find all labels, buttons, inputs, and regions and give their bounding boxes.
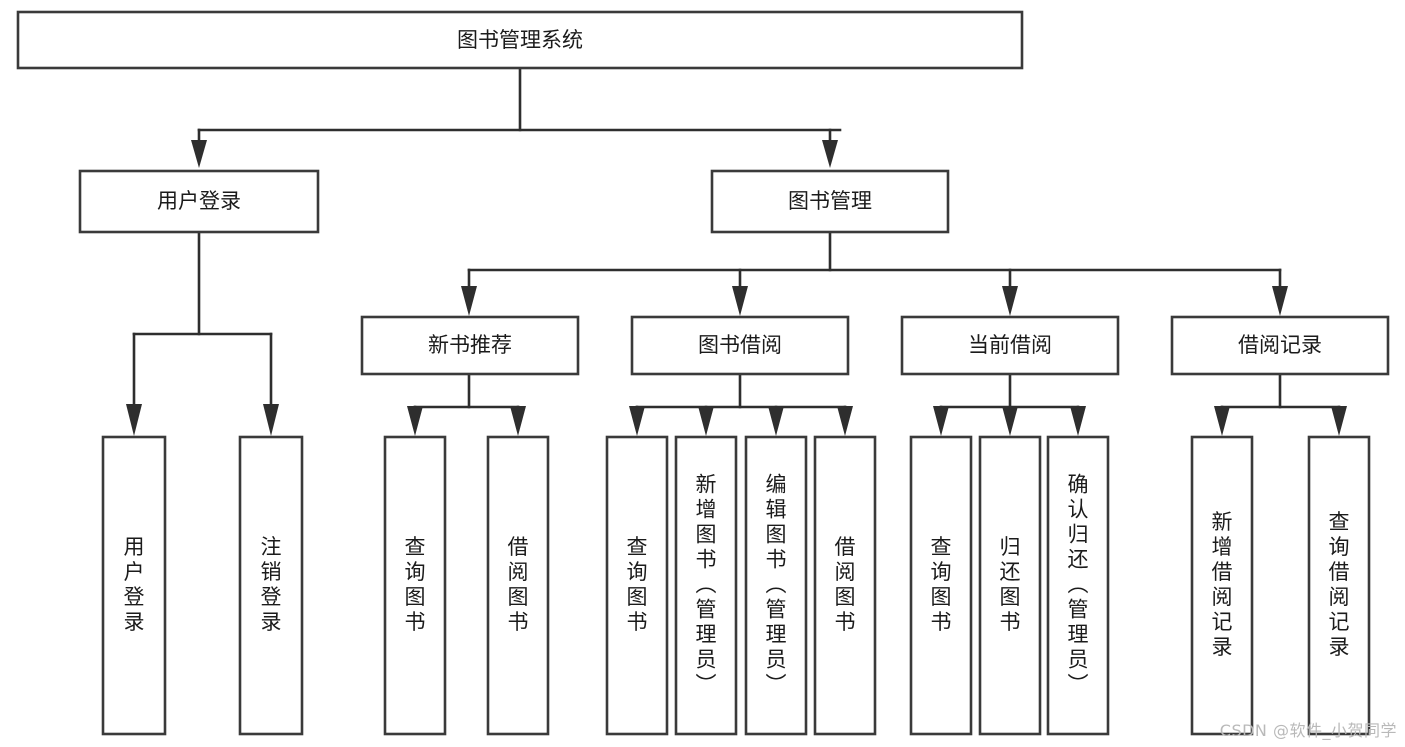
node-book-manage-label: 图书管理 bbox=[788, 189, 872, 213]
node-new-book-recommend[interactable]: 新书推荐 bbox=[360, 315, 580, 376]
node-user-login-label: 用户登录 bbox=[157, 189, 241, 213]
leaf-query-book-2-box[interactable] bbox=[605, 435, 669, 736]
connector-bookborrow-to-leaves bbox=[629, 372, 853, 436]
connector-userlogin-to-leaves bbox=[126, 230, 279, 436]
leaf-add-book[interactable]: 新增图书︵管理员︶ bbox=[674, 435, 738, 736]
leaf-confirm-return-label: 确认归还︵管理员︶ bbox=[1068, 473, 1089, 697]
leaf-borrow-book-2-box[interactable] bbox=[813, 435, 877, 736]
leaf-confirm-return[interactable]: 确认归还︵管理员︶ bbox=[1046, 435, 1110, 736]
leaf-query-record-label: 查询借阅记录 bbox=[1329, 510, 1350, 659]
leaf-add-record-label: 新增借阅记录 bbox=[1212, 510, 1233, 659]
leaf-borrow-book-2-label: 借阅图书 bbox=[835, 535, 856, 634]
node-root-label: 图书管理系统 bbox=[457, 28, 583, 52]
leaf-user-logout[interactable]: 注销登录 bbox=[238, 435, 304, 736]
node-book-borrow-label: 图书借阅 bbox=[698, 333, 782, 357]
leaf-return-book[interactable]: 归还图书 bbox=[978, 435, 1042, 736]
leaf-user-login[interactable]: 用户登录 bbox=[101, 435, 167, 736]
node-user-login-box[interactable] bbox=[78, 169, 320, 234]
leaf-add-record[interactable]: 新增借阅记录 bbox=[1190, 435, 1254, 736]
leaf-return-book-box[interactable] bbox=[978, 435, 1042, 736]
leaf-add-record-box[interactable] bbox=[1190, 435, 1254, 736]
node-book-borrow[interactable]: 图书借阅 bbox=[630, 315, 850, 376]
leaf-edit-book-box[interactable] bbox=[744, 435, 808, 736]
leaf-query-book-1-box[interactable] bbox=[383, 435, 447, 736]
leaf-query-record-box[interactable] bbox=[1307, 435, 1371, 736]
leaf-query-book-3-box[interactable] bbox=[909, 435, 973, 736]
node-root[interactable]: 图书管理系统 bbox=[16, 10, 1024, 70]
leaf-query-book-2[interactable]: 查询图书 bbox=[605, 435, 669, 736]
node-book-manage[interactable]: 图书管理 bbox=[710, 169, 950, 234]
csdn-watermark: CSDN @软件_小贺同学 bbox=[1219, 721, 1397, 740]
leaf-borrow-book-1-label: 借阅图书 bbox=[508, 535, 529, 634]
node-current-borrow[interactable]: 当前借阅 bbox=[900, 315, 1120, 376]
connector-newbook-to-leaves bbox=[407, 372, 526, 436]
node-user-login[interactable]: 用户登录 bbox=[78, 169, 320, 234]
node-borrow-record-box[interactable] bbox=[1170, 315, 1390, 376]
node-current-borrow-label: 当前借阅 bbox=[968, 333, 1052, 357]
node-borrow-record-label: 借阅记录 bbox=[1238, 333, 1322, 357]
leaf-user-logout-box[interactable] bbox=[238, 435, 304, 736]
leaf-query-book-1[interactable]: 查询图书 bbox=[383, 435, 447, 736]
connector-currentborrow-to-leaves bbox=[933, 372, 1086, 436]
leaf-query-book-1-label: 查询图书 bbox=[405, 535, 426, 634]
leaf-edit-book[interactable]: 编辑图书︵管理员︶ bbox=[744, 435, 808, 736]
leaf-borrow-book-2[interactable]: 借阅图书 bbox=[813, 435, 877, 736]
node-current-borrow-box[interactable] bbox=[900, 315, 1120, 376]
node-new-book-recommend-box[interactable] bbox=[360, 315, 580, 376]
leaf-query-record[interactable]: 查询借阅记录 bbox=[1307, 435, 1371, 736]
leaf-query-book-2-label: 查询图书 bbox=[627, 535, 648, 634]
leaf-borrow-book-1-box[interactable] bbox=[486, 435, 550, 736]
leaf-query-book-3-label: 查询图书 bbox=[931, 535, 952, 634]
leaf-user-logout-label: 注销登录 bbox=[261, 535, 282, 634]
leaf-return-book-label: 归还图书 bbox=[1000, 535, 1021, 634]
leaf-edit-book-label: 编辑图书︵管理员︶ bbox=[766, 473, 787, 697]
leaf-borrow-book-1[interactable]: 借阅图书 bbox=[486, 435, 550, 736]
connector-borrowrecord-to-leaves bbox=[1214, 372, 1347, 436]
leaf-add-book-label: 新增图书︵管理员︶ bbox=[696, 473, 717, 697]
node-new-book-recommend-label: 新书推荐 bbox=[428, 333, 512, 357]
connector-bookmanage-to-level2 bbox=[461, 230, 1288, 316]
node-root-box[interactable] bbox=[16, 10, 1024, 70]
leaf-confirm-return-box[interactable] bbox=[1046, 435, 1110, 736]
leaf-user-login-box[interactable] bbox=[101, 435, 167, 736]
node-book-manage-box[interactable] bbox=[710, 169, 950, 234]
connector-root-to-level1 bbox=[191, 66, 842, 168]
leaf-add-book-box[interactable] bbox=[674, 435, 738, 736]
leaf-user-login-label: 用户登录 bbox=[124, 535, 145, 634]
node-book-borrow-box[interactable] bbox=[630, 315, 850, 376]
leaf-query-book-3[interactable]: 查询图书 bbox=[909, 435, 973, 736]
node-borrow-record[interactable]: 借阅记录 bbox=[1170, 315, 1390, 376]
